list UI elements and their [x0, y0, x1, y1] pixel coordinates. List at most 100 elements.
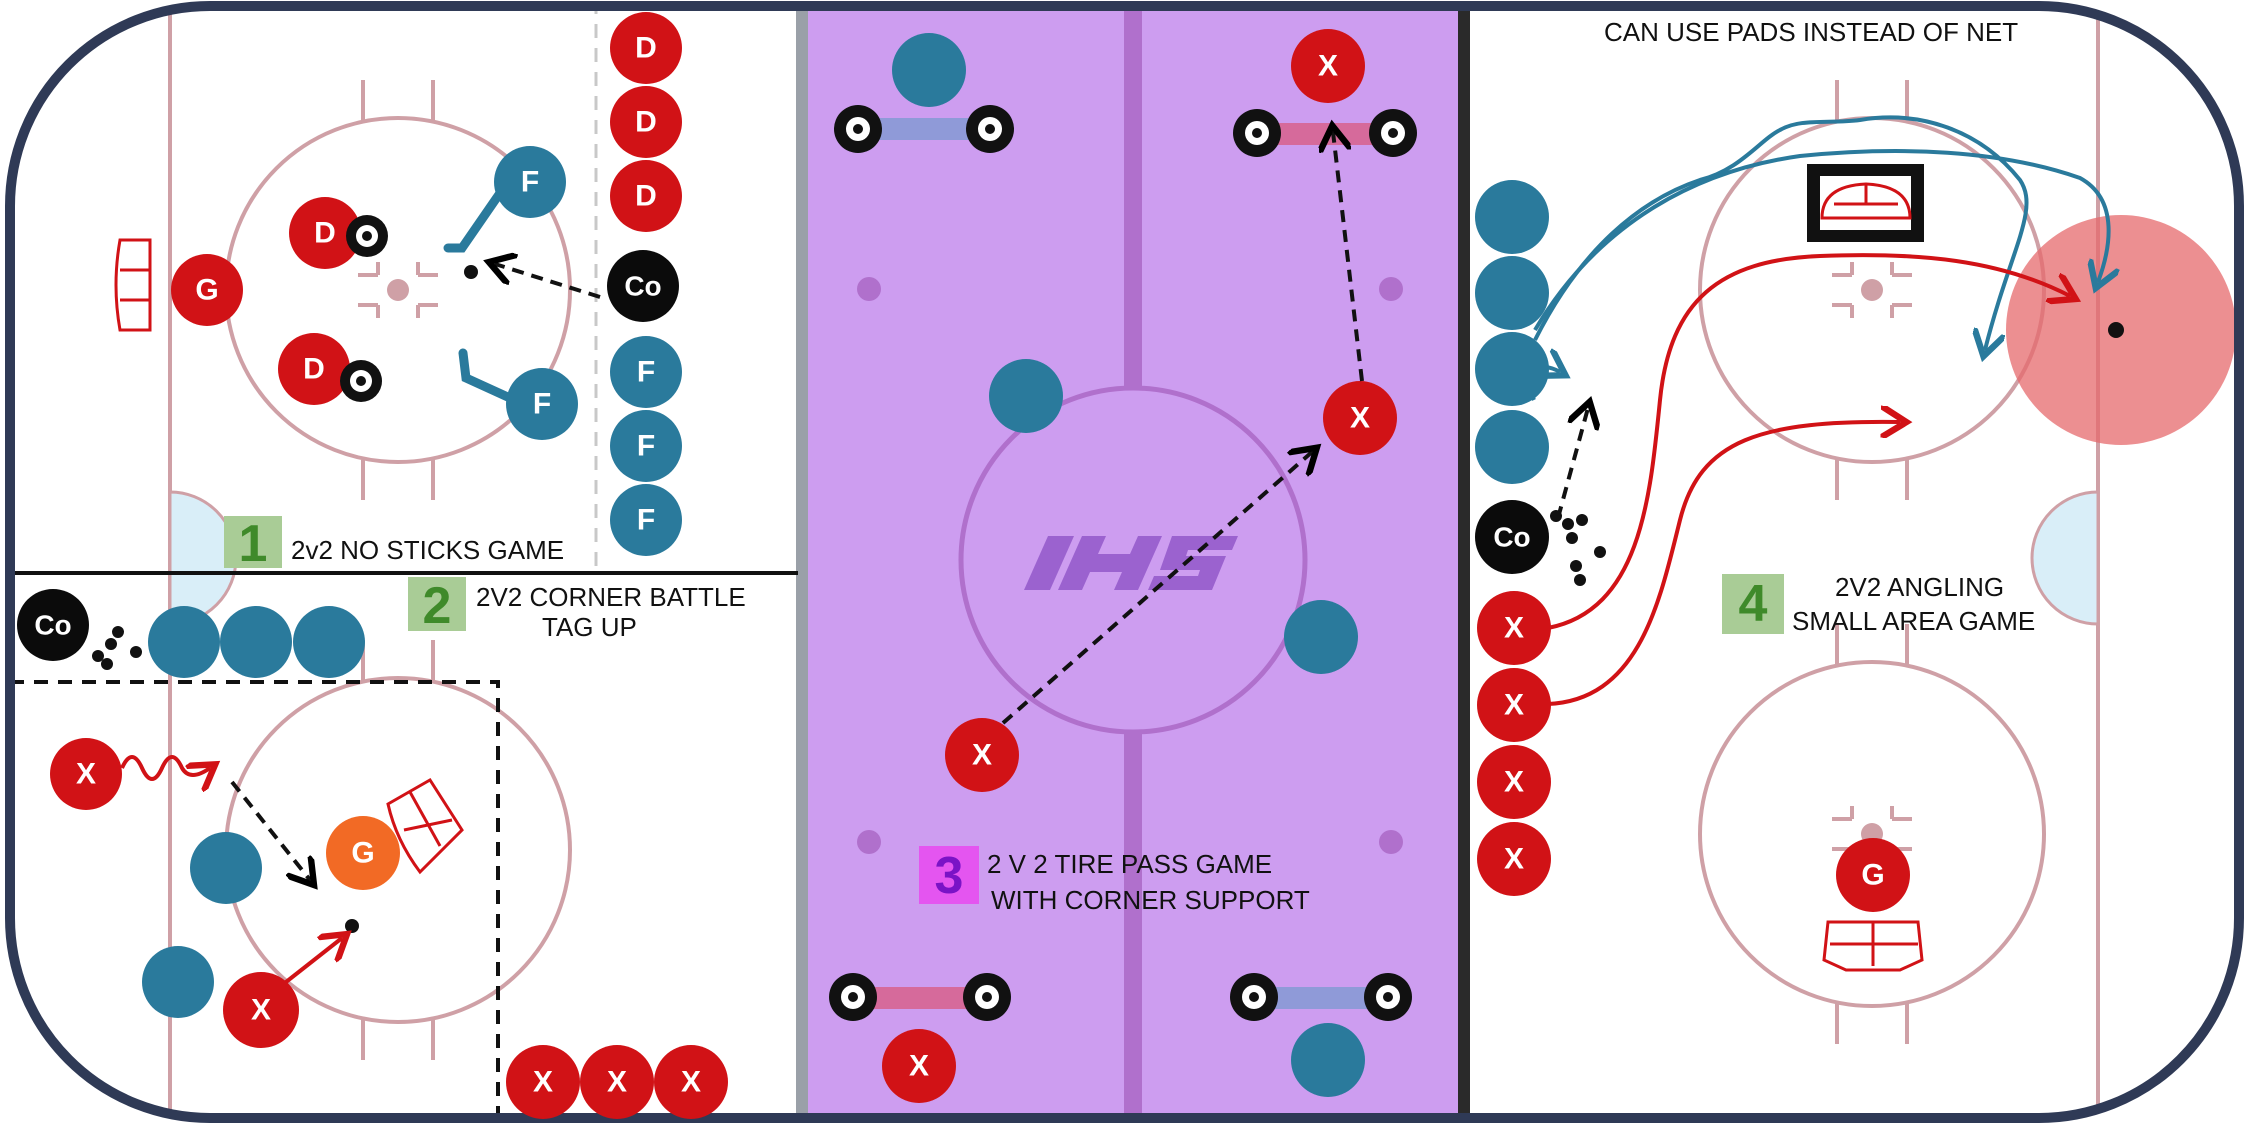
puck-icon	[1550, 510, 1606, 586]
player-coach: Co	[607, 250, 679, 322]
skating-path-icon	[120, 755, 210, 779]
player-attacker: X	[1323, 381, 1397, 455]
station4-title-line1: 2V2 ANGLING	[1835, 572, 2004, 602]
player-attacker: X	[1477, 822, 1551, 896]
faceoff-dot	[387, 279, 409, 301]
player-forward	[989, 359, 1063, 433]
player-forward: F	[494, 146, 566, 218]
svg-text:X: X	[1504, 612, 1524, 645]
station1-badge	[224, 516, 282, 568]
crease-right	[2030, 490, 2100, 626]
puck-icon	[464, 265, 478, 279]
player-forward	[1291, 1023, 1365, 1097]
station1-number: 1	[239, 515, 268, 573]
station2-boundary	[10, 680, 500, 1118]
svg-text:D: D	[314, 217, 336, 250]
player-forward	[142, 946, 214, 1018]
player-forward: F	[610, 484, 682, 556]
stick-icon	[458, 348, 515, 403]
player-forward	[1475, 410, 1549, 484]
svg-text:G: G	[351, 837, 374, 870]
player-forward	[1475, 180, 1549, 254]
station2: 2 2V2 CORNER BATTLE TAG UP Co X G	[17, 577, 746, 1119]
station4-title-line2: SMALL AREA GAME	[1792, 606, 2035, 636]
tire-icon	[340, 360, 382, 402]
zone-divider-right	[1458, 6, 1470, 1118]
svg-text:Co: Co	[624, 271, 661, 302]
player-defense: D	[278, 333, 350, 405]
station2-title-line2: TAG UP	[542, 612, 637, 642]
goalie-pads-icon	[114, 238, 152, 332]
svg-text:X: X	[1504, 689, 1524, 722]
skating-path-icon	[284, 938, 342, 984]
player-attacker: X	[506, 1045, 580, 1119]
goalie-pads-icon	[1822, 920, 1924, 972]
svg-text:G: G	[1861, 859, 1884, 892]
player-coach: Co	[1475, 500, 1549, 574]
svg-text:X: X	[76, 758, 96, 791]
skating-path-icon	[1533, 149, 2109, 332]
player-attacker: X	[945, 718, 1019, 792]
svg-text:X: X	[533, 1066, 553, 1099]
player-defense: D	[610, 86, 682, 158]
player-attacker: X	[1477, 745, 1551, 819]
player-forward	[1475, 332, 1549, 406]
player-attacker: X	[654, 1045, 728, 1119]
player-attacker: X	[50, 738, 122, 810]
station4: CAN USE PADS INSTEAD OF NET Co X X X	[1475, 17, 2124, 972]
station1: G D D F F Co	[114, 12, 682, 573]
svg-text:Co: Co	[34, 610, 71, 641]
player-attacker: X	[1477, 668, 1551, 742]
svg-text:D: D	[635, 106, 657, 139]
pads-note: CAN USE PADS INSTEAD OF NET	[1604, 17, 2018, 47]
player-forward: F	[610, 336, 682, 408]
tire-net-bottom-right	[1230, 973, 1412, 1021]
svg-text:X: X	[607, 1066, 627, 1099]
pass-path-icon	[230, 780, 310, 880]
player-coach: Co	[17, 589, 89, 661]
pass-path-icon	[495, 264, 601, 299]
net-icon	[1807, 164, 1924, 242]
svg-text:D: D	[303, 353, 325, 386]
pass-path-icon	[1001, 452, 1312, 725]
player-forward: F	[506, 368, 578, 440]
station1-title: 2v2 NO STICKS GAME	[291, 535, 564, 565]
player-attacker: X	[223, 972, 299, 1048]
svg-text:F: F	[637, 430, 655, 463]
player-forward: F	[610, 410, 682, 482]
player-defense: D	[610, 160, 682, 232]
puck-icon	[2108, 322, 2124, 338]
station2-title-line1: 2V2 CORNER BATTLE	[476, 582, 746, 612]
zone3-dots	[857, 277, 1403, 854]
station4-badge	[1722, 574, 1784, 634]
player-defense: D	[610, 12, 682, 84]
tire-net-bottom-left	[829, 973, 1011, 1021]
svg-text:D: D	[635, 180, 657, 213]
goalie-pads-icon	[386, 777, 464, 875]
tire-icon	[346, 215, 388, 257]
svg-text:D: D	[635, 32, 657, 65]
pass-path-icon	[1333, 132, 1364, 382]
svg-text:X: X	[1318, 50, 1338, 83]
player-forward	[148, 606, 220, 678]
station2-badge	[408, 577, 466, 631]
player-forward	[892, 33, 966, 107]
svg-text:Co: Co	[1493, 522, 1530, 553]
boards	[5, 1, 2244, 1123]
player-goalie: G	[326, 816, 400, 890]
skating-path-icon	[1547, 253, 2070, 630]
tire-net-top-left	[834, 105, 1014, 153]
svg-text:X: X	[909, 1050, 929, 1083]
svg-text:G: G	[195, 274, 218, 307]
player-forward	[1284, 600, 1358, 674]
station3-number: 3	[935, 847, 964, 905]
svg-text:X: X	[1504, 766, 1524, 799]
zone-divider-left	[796, 6, 808, 1118]
svg-text:X: X	[972, 739, 992, 772]
svg-text:F: F	[521, 166, 539, 199]
player-goalie: G	[1836, 838, 1910, 912]
station2-number: 2	[423, 577, 452, 635]
svg-text:X: X	[1350, 402, 1370, 435]
skating-path-icon	[1547, 422, 1900, 706]
